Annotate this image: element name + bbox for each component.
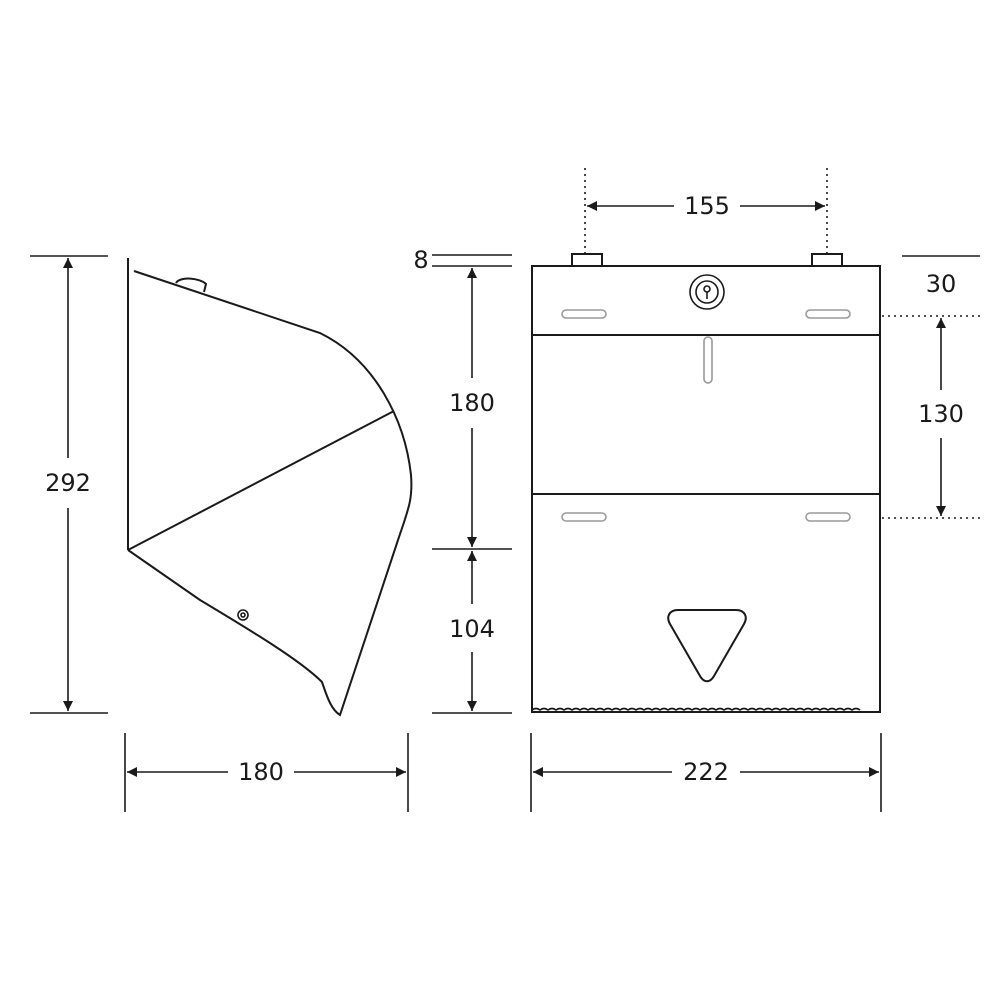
slot-mid-right bbox=[805, 512, 851, 522]
top-offset-dimension: 8 bbox=[413, 246, 512, 274]
top-offset-label: 8 bbox=[413, 246, 428, 274]
upper-height-dimension: 180 bbox=[432, 268, 512, 550]
slot-top-left bbox=[561, 309, 607, 319]
mount-tab-right bbox=[811, 253, 843, 267]
slot-mid-left bbox=[561, 512, 607, 522]
mount-tab-left bbox=[571, 253, 603, 267]
window-height-label: 130 bbox=[918, 400, 964, 428]
screw-icon bbox=[237, 609, 249, 621]
serrated-edge bbox=[531, 707, 861, 711]
mount-spacing-label: 155 bbox=[684, 192, 730, 220]
front-width-label: 222 bbox=[683, 758, 729, 786]
lower-height-dimension: 104 bbox=[432, 551, 512, 714]
upper-height-label: 180 bbox=[449, 389, 495, 417]
slot-top-right bbox=[805, 309, 851, 319]
top-band-dimension: 30 bbox=[902, 255, 980, 298]
side-panel-split bbox=[127, 410, 395, 551]
front-body bbox=[531, 265, 881, 713]
front-view: 155 8 180 104 30 bbox=[413, 168, 982, 812]
side-outline bbox=[127, 270, 413, 717]
slot-vertical-window bbox=[703, 336, 713, 384]
window-height-dimension: 130 bbox=[882, 315, 982, 519]
side-depth-label: 180 bbox=[238, 758, 284, 786]
keyhole-lock-icon bbox=[689, 274, 725, 310]
side-top-bump bbox=[175, 277, 208, 293]
side-height-dimension: 292 bbox=[30, 255, 108, 714]
side-height-label: 292 bbox=[45, 469, 91, 497]
side-view: 292 180 bbox=[30, 255, 413, 812]
top-band-label: 30 bbox=[926, 270, 957, 298]
front-width-dimension: 222 bbox=[530, 733, 882, 812]
side-depth-dimension: 180 bbox=[124, 733, 409, 812]
triangle-dispense-icon bbox=[667, 609, 747, 683]
mount-spacing-dimension: 155 bbox=[584, 168, 828, 254]
lower-height-label: 104 bbox=[449, 615, 495, 643]
